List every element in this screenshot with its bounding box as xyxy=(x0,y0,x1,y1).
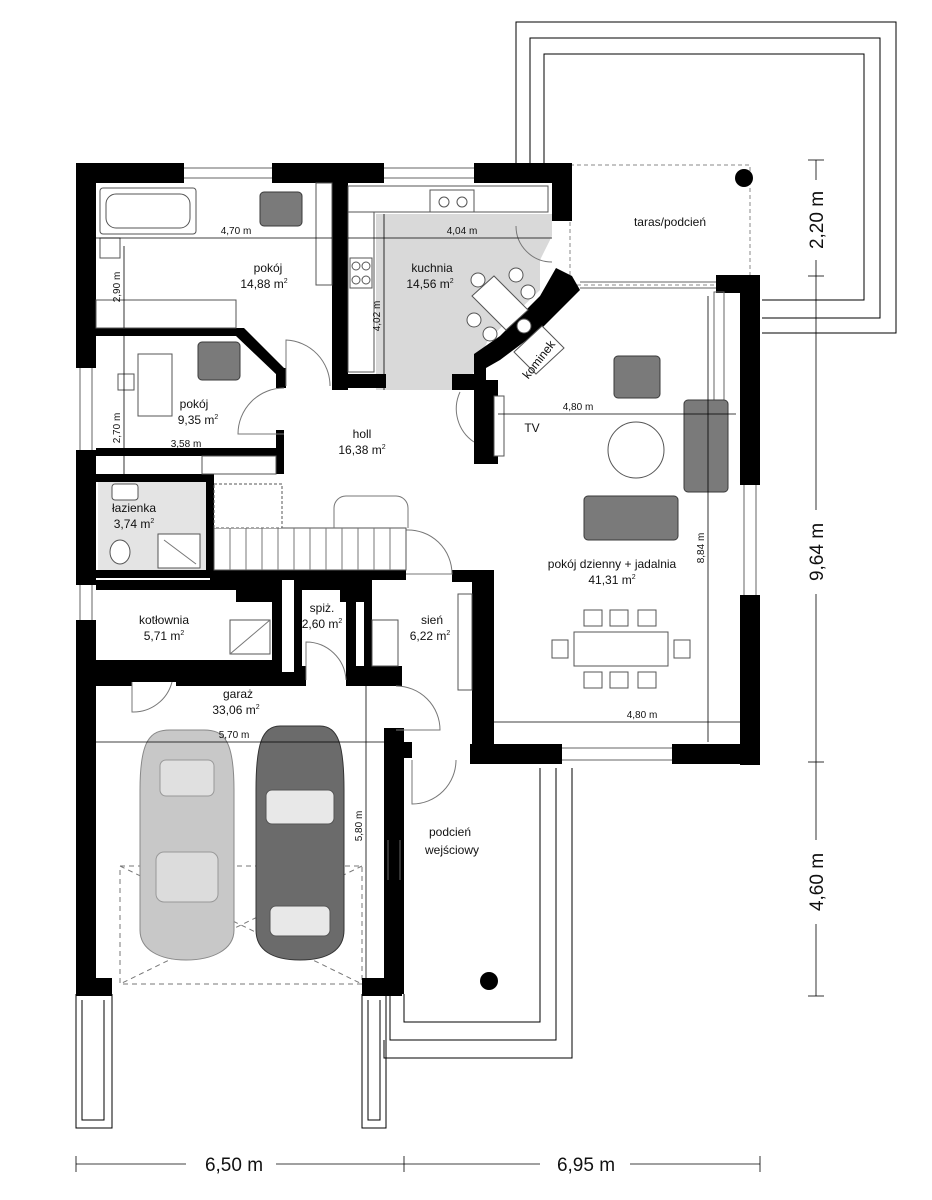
room-label-spiz: spiż. 2,60 m2 xyxy=(302,601,343,631)
dim-pokoj2-width: 3,58 m xyxy=(171,439,202,450)
room-name: garaż xyxy=(223,687,253,701)
kitchen-floor xyxy=(376,214,552,390)
doors xyxy=(131,225,553,805)
overall-width-right: 6,95 m xyxy=(557,1155,615,1176)
room-label-holl: holl 16,38 m2 xyxy=(338,427,385,457)
room-area-sup: 2 xyxy=(214,414,218,421)
dim-living-width-top: 4,80 m xyxy=(563,402,594,413)
room-name: pokój xyxy=(254,261,283,275)
svg-text:6,22 m2: 6,22 m2 xyxy=(410,629,451,643)
room-label-dzienny: pokój dzienny + jadalnia 41,31 m2 xyxy=(548,557,677,587)
overall-width-left: 6,50 m xyxy=(205,1155,263,1176)
porch-column xyxy=(480,972,498,990)
porch-label-line2: wejściowy xyxy=(424,843,479,857)
room-area: 41,31 m xyxy=(588,573,631,587)
tv-label: TV xyxy=(524,421,539,435)
room-area-sup: 2 xyxy=(256,704,260,711)
room-area: 14,56 m xyxy=(406,277,449,291)
dim-pokoj-width: 4,70 m xyxy=(221,226,252,237)
room-area: 3,74 m xyxy=(114,517,151,531)
room-name: holl xyxy=(353,427,372,441)
room-area: 6,22 m xyxy=(410,629,447,643)
room-area-sup: 2 xyxy=(382,444,386,451)
svg-text:41,31 m2: 41,31 m2 xyxy=(588,573,635,587)
room-name: pokój dzienny + jadalnia xyxy=(548,557,677,571)
overall-height-bottom: 4,60 m xyxy=(807,853,828,911)
room-area-sup: 2 xyxy=(180,630,184,637)
terrace-outline xyxy=(515,21,897,334)
room-area-sup: 2 xyxy=(446,630,450,637)
room-name: łazienka xyxy=(112,501,156,515)
room-label-kuchnia: kuchnia 14,56 m2 xyxy=(406,261,453,291)
terrace-column xyxy=(735,169,753,187)
car-dark xyxy=(255,725,345,961)
room-name: kuchnia xyxy=(411,261,453,275)
svg-text:5,71 m2: 5,71 m2 xyxy=(144,629,185,643)
room-label-sien: sień 6,22 m2 xyxy=(410,613,451,643)
room-label-pokoj1: pokój 14,88 m2 xyxy=(240,261,287,291)
dim-kitchen-width: 4,04 m xyxy=(447,226,478,237)
room-area: 9,35 m xyxy=(178,413,215,427)
furniture xyxy=(95,182,729,961)
svg-text:16,38 m2: 16,38 m2 xyxy=(338,443,385,457)
car-light xyxy=(139,729,235,961)
room-label-pokoj2: pokój 9,35 m2 xyxy=(178,397,219,427)
room-area-sup: 2 xyxy=(284,278,288,285)
room-area: 16,38 m xyxy=(338,443,381,457)
dim-living-depth: 8,84 m xyxy=(696,533,707,564)
room-area-sup: 2 xyxy=(450,278,454,285)
overall-height-top: 2,20 m xyxy=(807,191,828,249)
room-name: sień xyxy=(421,613,443,627)
terrace-label: taras/podcień xyxy=(634,215,706,229)
room-name: pokój xyxy=(180,397,209,411)
room-area-sup: 2 xyxy=(150,518,154,525)
garage-front-outline xyxy=(75,865,387,1129)
dim-kitchen-depth: 4,02 m xyxy=(372,301,383,332)
dim-living-width-bottom: 4,80 m xyxy=(627,710,658,721)
room-area: 14,88 m xyxy=(240,277,283,291)
room-area: 33,06 m xyxy=(212,703,255,717)
room-label-lazienka: łazienka 3,74 m2 xyxy=(112,501,156,531)
room-name: spiż. xyxy=(310,601,335,615)
windows xyxy=(79,167,757,880)
room-area-sup: 2 xyxy=(632,574,636,581)
room-label-kotlownia: kotłownia 5,71 m2 xyxy=(139,613,189,643)
dim-pokoj2-depth: 2,70 m xyxy=(112,413,123,444)
room-label-garaz: garaż 33,06 m2 xyxy=(212,687,259,717)
svg-text:3,74 m2: 3,74 m2 xyxy=(114,517,155,531)
dim-garage-width: 5,70 m xyxy=(219,730,250,741)
overall-height-mid: 9,64 m xyxy=(807,523,828,581)
svg-text:33,06 m2: 33,06 m2 xyxy=(212,703,259,717)
svg-text:14,56 m2: 14,56 m2 xyxy=(406,277,453,291)
room-area: 5,71 m xyxy=(144,629,181,643)
porch-label-line1: podcień xyxy=(429,825,471,839)
dim-garage-depth: 5,80 m xyxy=(354,811,365,842)
svg-text:2,60 m2: 2,60 m2 xyxy=(302,617,343,631)
dim-pokoj-depth: 2,90 m xyxy=(112,272,123,303)
room-name: kotłownia xyxy=(139,613,189,627)
svg-text:9,35 m2: 9,35 m2 xyxy=(178,413,219,427)
porch-outline xyxy=(383,768,573,1059)
svg-text:14,88 m2: 14,88 m2 xyxy=(240,277,287,291)
room-area-sup: 2 xyxy=(338,618,342,625)
room-area: 2,60 m xyxy=(302,617,339,631)
